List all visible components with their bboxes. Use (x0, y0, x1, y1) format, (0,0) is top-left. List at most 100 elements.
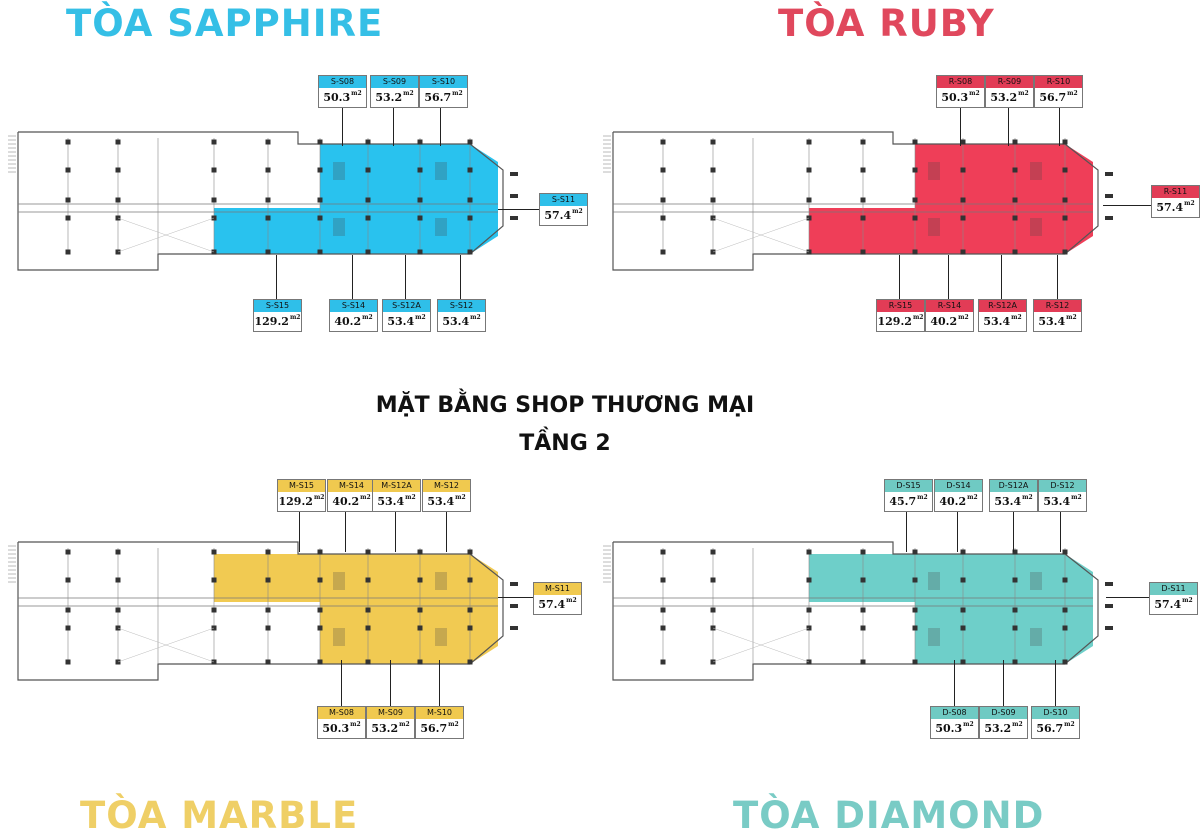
leader-line (440, 106, 441, 146)
shop-area: 53.2m2 (375, 90, 414, 104)
shop-code: D-S12A (990, 480, 1037, 492)
shop-tag[interactable]: S-S15 129.2m2 (253, 299, 302, 332)
shop-tag[interactable]: D-S15 45.7m2 (884, 479, 933, 512)
shop-tag[interactable]: R-S15 129.2m2 (876, 299, 925, 332)
shop-area: 53.2m2 (990, 90, 1029, 104)
void-cross (712, 627, 810, 663)
column (1012, 197, 1018, 203)
leader-line (405, 255, 406, 300)
shop-tag[interactable]: S-S08 50.3m2 (318, 75, 367, 108)
shop-zone-lower (915, 602, 1093, 664)
edge-marker (510, 216, 518, 220)
edge-marker (1105, 172, 1113, 176)
edge-marker (1105, 194, 1113, 198)
shop-tag[interactable]: S-S11 57.4m2 (539, 193, 588, 226)
shop-area: 57.4m2 (538, 597, 577, 611)
shop-tag[interactable]: M-S08 50.3m2 (317, 706, 366, 739)
shop-tag[interactable]: D-S10 56.7m2 (1031, 706, 1080, 739)
column (912, 139, 918, 145)
shop-tag[interactable]: S-S12A 53.4m2 (382, 299, 431, 332)
column (417, 607, 423, 613)
column (860, 577, 866, 583)
column (660, 197, 666, 203)
column (417, 577, 423, 583)
shop-tag[interactable]: D-S08 50.3m2 (930, 706, 979, 739)
shop-code: S-S15 (254, 300, 301, 312)
column (960, 197, 966, 203)
shop-area: 129.2m2 (877, 314, 924, 328)
leader-line (899, 255, 900, 300)
shop-tag[interactable]: D-S12 53.4m2 (1038, 479, 1087, 512)
column (912, 607, 918, 613)
column (317, 607, 323, 613)
column (365, 607, 371, 613)
column (211, 197, 217, 203)
shop-tag[interactable]: M-S12 53.4m2 (422, 479, 471, 512)
leader-line (1060, 510, 1061, 552)
shop-tag[interactable]: R-S12A 53.4m2 (978, 299, 1027, 332)
shop-tag[interactable]: R-S12 53.4m2 (1033, 299, 1082, 332)
edge-marker (510, 626, 518, 630)
shop-tag[interactable]: M-S14 40.2m2 (327, 479, 376, 512)
floor-plan-marble (8, 532, 520, 692)
column (806, 607, 812, 613)
column (365, 139, 371, 145)
shop-zone-upper (214, 554, 498, 602)
column (1062, 549, 1068, 555)
shop-area: 53.2m2 (371, 721, 410, 735)
shop-tag[interactable]: D-S12A 53.4m2 (989, 479, 1038, 512)
shop-tag[interactable]: S-S09 53.2m2 (370, 75, 419, 108)
column (365, 197, 371, 203)
column (467, 577, 473, 583)
shop-tag[interactable]: D-S11 57.4m2 (1149, 582, 1198, 615)
shop-tag[interactable]: M-S10 56.7m2 (415, 706, 464, 739)
column (467, 215, 473, 221)
column (65, 549, 71, 555)
column (660, 549, 666, 555)
column (317, 625, 323, 631)
column (317, 659, 323, 665)
column (806, 577, 812, 583)
shop-tag[interactable]: M-S12A 53.4m2 (372, 479, 421, 512)
shop-tag[interactable]: M-S11 57.4m2 (533, 582, 582, 615)
shop-tag[interactable]: D-S14 40.2m2 (934, 479, 983, 512)
column (317, 197, 323, 203)
shop-tag[interactable]: R-S08 50.3m2 (936, 75, 985, 108)
shop-code: S-S14 (330, 300, 377, 312)
column (912, 659, 918, 665)
column (660, 139, 666, 145)
leader-line (957, 510, 958, 552)
leader-line (1008, 106, 1009, 146)
shop-area: 50.3m2 (941, 90, 980, 104)
column (710, 197, 716, 203)
shop-tag[interactable]: R-S14 40.2m2 (925, 299, 974, 332)
shop-tag[interactable]: R-S09 53.2m2 (985, 75, 1034, 108)
shop-tag[interactable]: R-S11 57.4m2 (1151, 185, 1200, 218)
shop-tag[interactable]: S-S10 56.7m2 (419, 75, 468, 108)
column (115, 607, 121, 613)
shop-code: D-S11 (1150, 583, 1197, 595)
shop-code: R-S12 (1034, 300, 1081, 312)
shop-zone-lower (214, 208, 498, 254)
shop-zone-lower (320, 602, 498, 664)
column (710, 139, 716, 145)
column (860, 139, 866, 145)
column (960, 167, 966, 173)
column (1062, 607, 1068, 613)
shop-tag[interactable]: M-S09 53.2m2 (366, 706, 415, 739)
void-cross (117, 217, 215, 253)
column (1062, 139, 1068, 145)
column (860, 215, 866, 221)
shop-tag[interactable]: S-S12 53.4m2 (437, 299, 486, 332)
column (265, 625, 271, 631)
leader-line (393, 106, 394, 146)
column (960, 139, 966, 145)
shop-tag[interactable]: D-S09 53.2m2 (979, 706, 1028, 739)
shop-tag[interactable]: M-S15 129.2m2 (277, 479, 326, 512)
shop-tag[interactable]: S-S14 40.2m2 (329, 299, 378, 332)
column (912, 577, 918, 583)
column (1012, 167, 1018, 173)
shop-tag[interactable]: R-S10 56.7m2 (1034, 75, 1083, 108)
column (265, 167, 271, 173)
building-outline (17, 541, 504, 681)
